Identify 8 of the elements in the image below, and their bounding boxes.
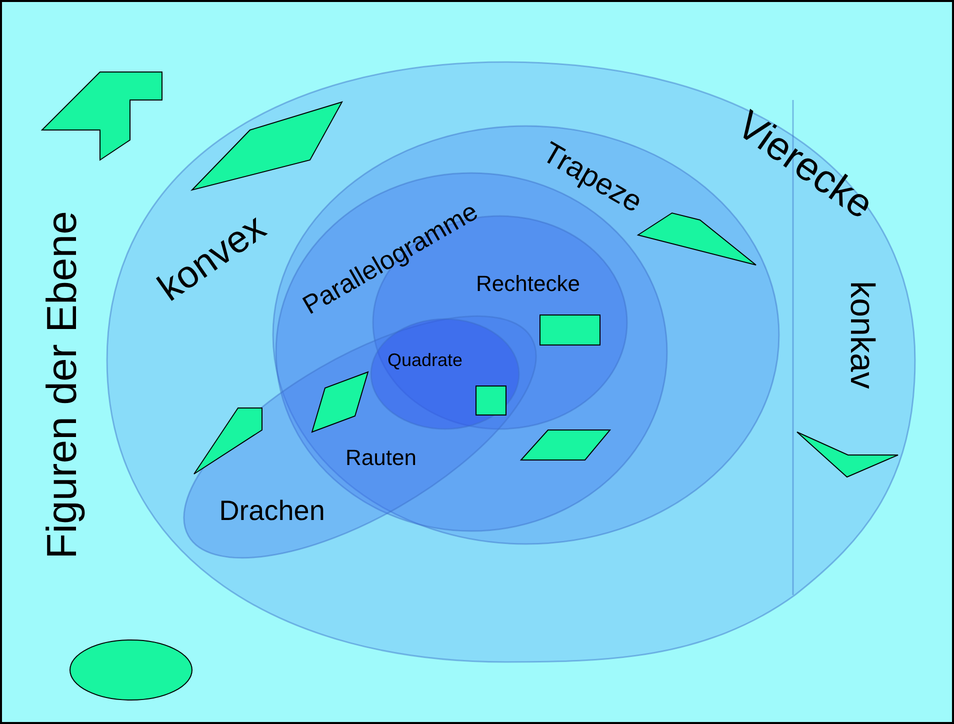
set-region [105,60,917,664]
set-name: Quadrate [387,351,463,369]
set-name: Drachen [219,497,325,525]
region-label: konkav [845,281,879,389]
set-name: Figuren der Ebene [41,211,83,559]
region-label: Rauten [346,447,416,469]
set-region [370,318,520,430]
set-name: Rechtecke [476,273,580,295]
